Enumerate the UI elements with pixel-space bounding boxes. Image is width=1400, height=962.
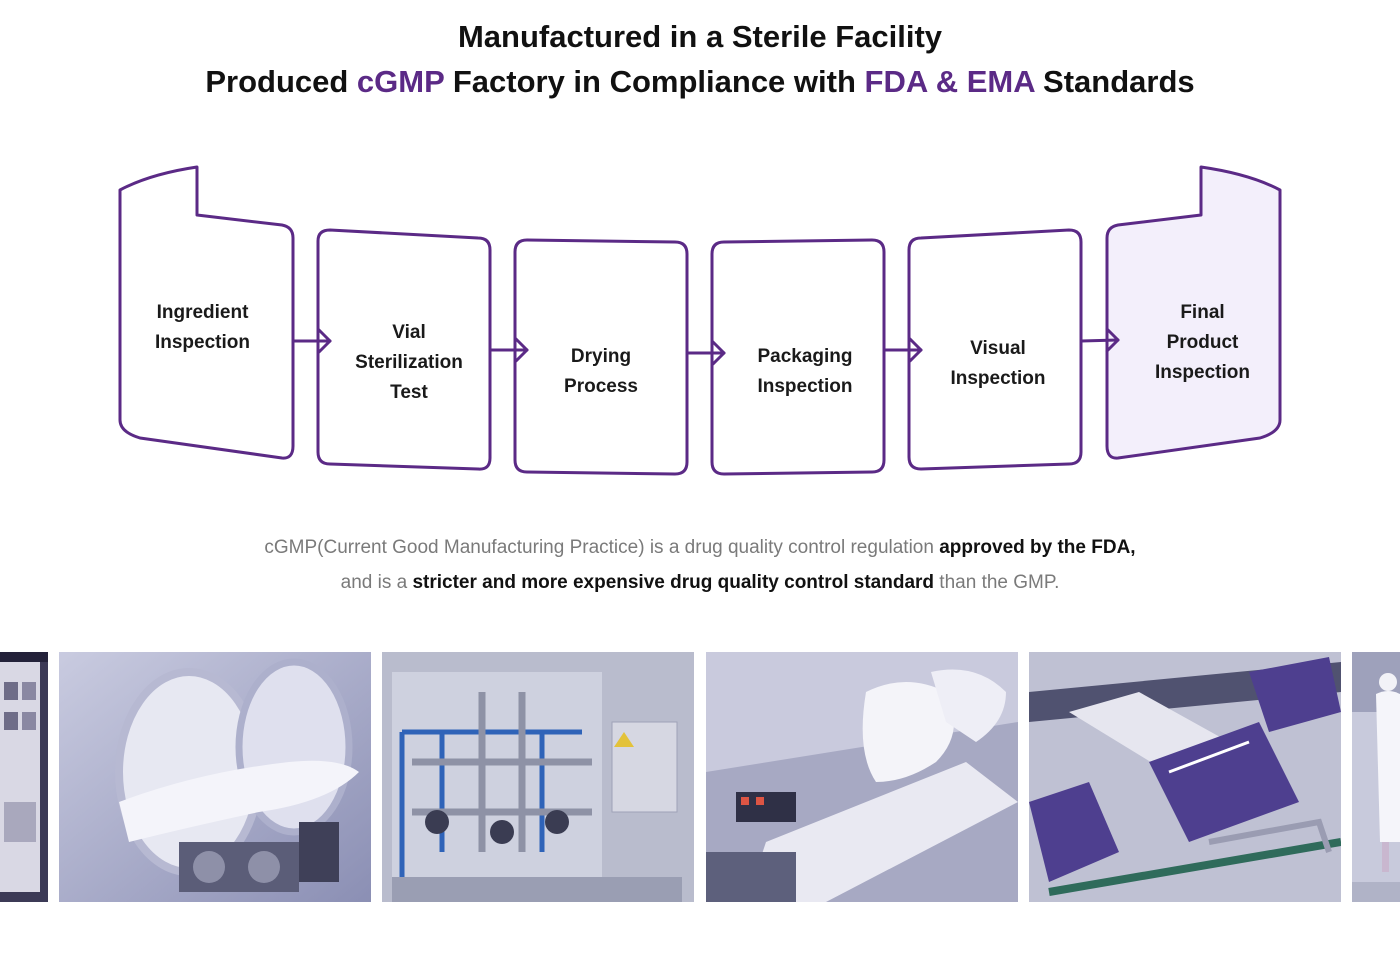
page-title: Manufactured in a Sterile Facility bbox=[457, 19, 943, 54]
step-3-label: Drying Process bbox=[564, 346, 638, 397]
subtitle-part-1: Produced bbox=[205, 64, 357, 99]
description-line-2-plain-b: than the GMP. bbox=[934, 572, 1060, 593]
step-5-label: Visual Inspection bbox=[950, 338, 1046, 389]
process-flow-diagram bbox=[118, 165, 1282, 476]
page-subtitle: Produced cGMP Factory in Compliance with… bbox=[0, 63, 1400, 101]
arrow-2-3 bbox=[488, 337, 529, 363]
subtitle-accent-cgmp: cGMP bbox=[356, 64, 445, 99]
gloved-hands-packaging-photo bbox=[706, 652, 1018, 902]
description-line-1-bold: approved by the FDA, bbox=[939, 537, 1136, 558]
step-3-box bbox=[513, 238, 689, 476]
subtitle-part-3: Standards bbox=[1034, 64, 1195, 99]
step-6-box bbox=[1105, 165, 1282, 460]
step-4-label: Packaging Inspection bbox=[757, 346, 853, 397]
arrow-3-4 bbox=[685, 340, 726, 366]
description-line-2: and is a stricter and more expensive dru… bbox=[0, 572, 1400, 594]
lab-documents-photo bbox=[0, 652, 48, 902]
carton-packaging-line-photo bbox=[1029, 652, 1341, 902]
description-line-1: cGMP(Current Good Manufacturing Practice… bbox=[0, 537, 1400, 559]
step-4-box bbox=[710, 238, 886, 476]
piping-system-photo bbox=[382, 652, 694, 902]
step-5-box bbox=[907, 228, 1083, 471]
arrow-5-6 bbox=[1079, 327, 1120, 353]
description-line-2-plain-a: and is a bbox=[340, 572, 413, 593]
subtitle-accent-fda-ema: FDA & EMA bbox=[864, 64, 1035, 99]
description-line-1-plain: cGMP(Current Good Manufacturing Practice… bbox=[264, 537, 940, 558]
arrow-4-5 bbox=[882, 337, 923, 363]
step-2-box bbox=[316, 228, 492, 471]
glovebox-isolator-photo bbox=[59, 652, 371, 902]
step-6-label: Final Product Inspection bbox=[1154, 302, 1250, 383]
cleanroom-worker-photo bbox=[1352, 652, 1400, 902]
step-1-box bbox=[118, 165, 295, 460]
subtitle-part-2: Factory in Compliance with bbox=[444, 64, 865, 99]
step-1-label: Ingredient Inspection bbox=[154, 302, 250, 353]
arrow-1-2 bbox=[291, 328, 332, 354]
step-2-label: Vial Sterilization Test bbox=[355, 322, 463, 403]
description-line-2-bold: stricter and more expensive drug quality… bbox=[412, 572, 935, 593]
